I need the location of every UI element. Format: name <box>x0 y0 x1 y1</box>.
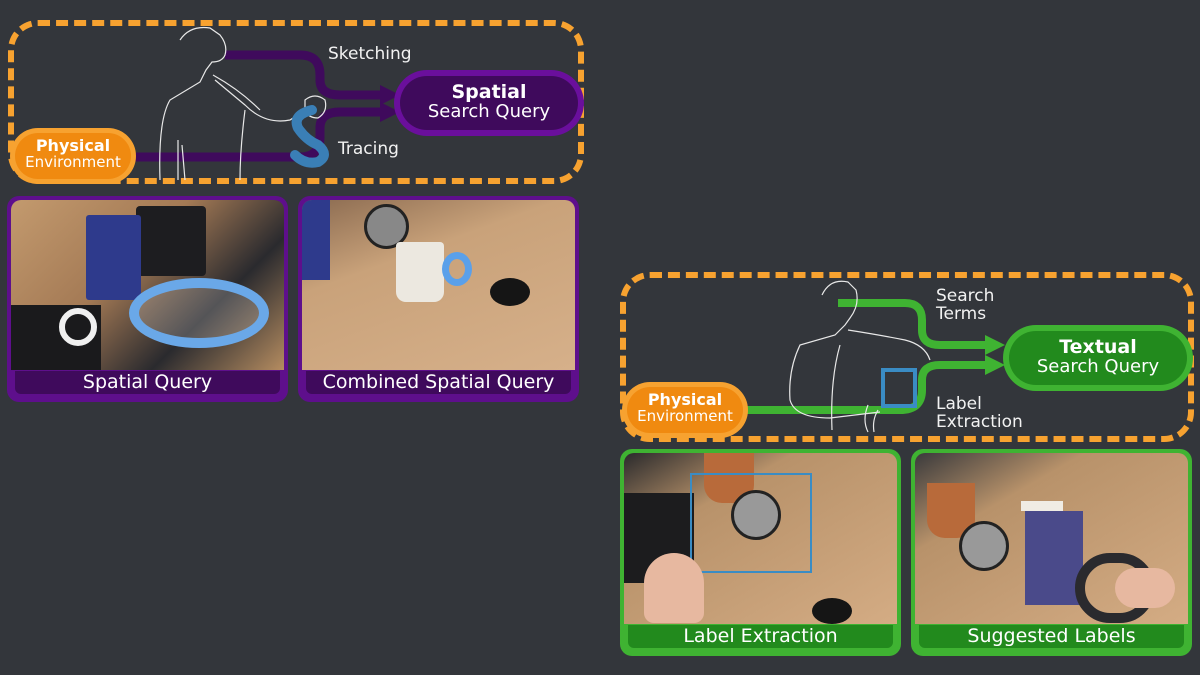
fan-image <box>364 204 409 249</box>
label-extraction-box-icon <box>881 368 917 408</box>
suggested-labels-photo <box>915 453 1188 624</box>
hand-image <box>644 553 704 623</box>
physical-label-bold: Physical <box>647 390 723 409</box>
spatial-label-bold: Spatial <box>451 81 527 103</box>
label-extraction-panel: Label Extraction <box>620 449 901 656</box>
combined-spatial-query-photo <box>302 200 575 370</box>
extraction-bounding-box <box>690 473 812 573</box>
spatial-physical-environment-node: Physical Environment <box>10 128 136 184</box>
search-terms-label: Search Terms <box>936 286 995 324</box>
search-terms-flow-arrow <box>838 299 990 349</box>
spatial-query-caption: Spatial Query <box>15 371 280 394</box>
search-terms-label-line1: Search <box>936 286 995 306</box>
label-extraction-label: Label Extraction <box>936 394 1023 432</box>
suggested-labels-panel: Suggested Labels <box>911 449 1192 656</box>
tracing-s-curve-icon <box>290 105 329 168</box>
ring-sketch-image <box>59 308 97 346</box>
sketching-arrowhead <box>380 85 400 105</box>
ar-menu-panel-edge <box>302 200 330 280</box>
hand-image <box>1115 568 1175 608</box>
search-terms-arrowhead <box>985 335 1005 355</box>
textual-physical-environment-node: Physical Environment <box>622 382 748 438</box>
tracing-label: Tracing <box>338 139 399 159</box>
suggested-labels-ar-panel <box>1025 511 1083 605</box>
infinity-sketch-image <box>129 278 269 348</box>
combined-spatial-query-caption: Combined Spatial Query <box>306 371 571 394</box>
ar-search-field <box>1021 501 1063 511</box>
combined-spatial-query-panel: Combined Spatial Query <box>298 196 579 402</box>
mouse-image <box>490 278 530 306</box>
tracing-arrowhead <box>380 102 400 122</box>
physical-label-bold: Physical <box>35 136 111 155</box>
spatial-search-query-node: Spatial Search Query <box>394 70 584 136</box>
label-extraction-arrowhead <box>985 355 1005 375</box>
tracing-flow-arrow <box>130 107 385 162</box>
sketching-flow-arrow <box>225 50 385 100</box>
ar-menu-panel <box>86 215 141 300</box>
mug-image <box>396 242 444 302</box>
textual-label-bold: Textual <box>1059 336 1137 358</box>
blue-handle-sketch-image <box>442 252 472 286</box>
label-extraction-caption: Label Extraction <box>628 625 893 648</box>
mouse-image <box>812 598 852 624</box>
textual-search-query-node: Textual Search Query <box>1003 325 1193 391</box>
spatial-query-panel: Spatial Query <box>7 196 288 402</box>
label-extraction-photo <box>624 453 897 624</box>
laptop-image <box>136 206 206 276</box>
environment-label: Environment <box>637 406 733 425</box>
person-holding-box-figure <box>789 280 931 433</box>
person-headset-figure <box>159 26 327 181</box>
suggested-labels-caption: Suggested Labels <box>919 625 1184 648</box>
fan-image <box>959 521 1009 571</box>
search-query-label: Search Query <box>427 100 551 122</box>
search-terms-label-line2: Terms <box>936 303 987 324</box>
label-extraction-flow-arrow <box>745 361 990 414</box>
search-query-label: Search Query <box>1036 355 1160 377</box>
label-extraction-label-line2: Extraction <box>936 411 1023 432</box>
fan-image <box>731 490 781 540</box>
sketching-label: Sketching <box>328 44 412 64</box>
environment-label: Environment <box>25 152 121 171</box>
spatial-query-photo <box>11 200 284 370</box>
label-extraction-label-line1: Label <box>936 394 982 414</box>
